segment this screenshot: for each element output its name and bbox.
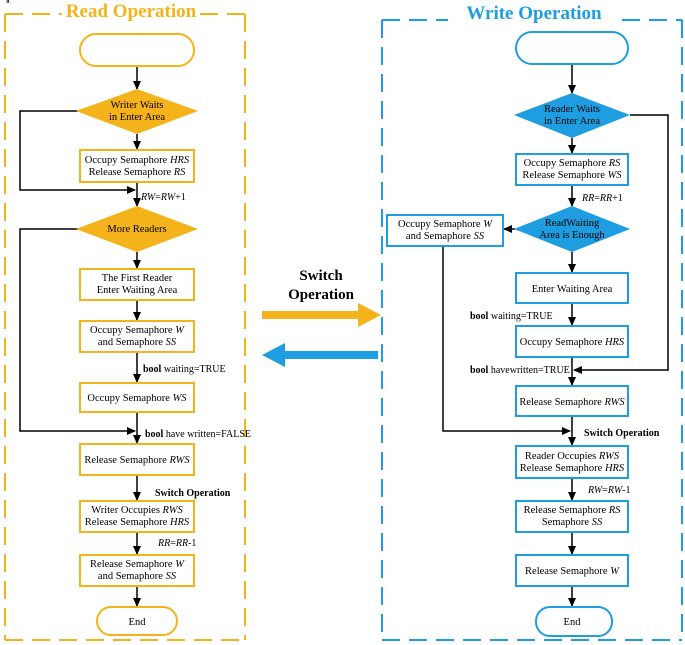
switch-arrow-to-read — [262, 343, 378, 367]
write-box-release-w-label: Release Semaphore W — [525, 566, 620, 577]
read-annotation-switch-operation: Switch Operation — [155, 488, 231, 499]
switch-operation-label: Switch Operation — [288, 268, 354, 303]
read-box-release-rws: Release Semaphore RWS — [79, 443, 195, 476]
switch-label-line2: Operation — [288, 287, 354, 303]
write-annotation-rr-increment: RR=RR+1 — [581, 193, 623, 204]
write-operation-title: Write Operation — [466, 3, 602, 24]
read-annotation-have-written-false: bool have written=FALSE — [145, 429, 251, 440]
switch-label-line1: Switch — [299, 268, 343, 284]
write-start-label: Writer Occupies RWS — [0, 0, 47, 3]
read-annotation-waiting-true: bool waiting=TRUE — [143, 364, 226, 375]
read-box-occupy-ws: Occupy Semaphore WS — [79, 382, 195, 413]
write-box-release-rws-label: Release Semaphore RWS — [519, 397, 625, 408]
read-connectors — [19, 67, 141, 607]
write-start-node: Writer Occupies RWS — [0, 0, 629, 65]
read-start-label: Reader Occupies RWS — [0, 0, 48, 3]
read-decision-more-readers: More Readers — [76, 206, 198, 252]
write-annotation-switch-operation: Switch Operation — [584, 428, 660, 439]
read-annotation-rw-increment: RW=RW+1 — [140, 192, 186, 203]
switch-arrow-to-write — [262, 303, 381, 327]
write-box-release-rws: Release Semaphore RWS — [515, 385, 629, 417]
write-annotation-waiting-true: bool waiting=TRUE — [470, 311, 553, 322]
write-box-release-w: Release Semaphore W — [515, 554, 629, 587]
read-panel-frame — [4, 13, 246, 641]
write-annotation-havewritten-true: bool havewritten=TRUE — [470, 365, 570, 376]
write-panel-frame — [381, 19, 683, 641]
write-end-label: End — [564, 617, 582, 628]
write-end-node: End — [535, 606, 613, 637]
write-annotation-rw-decrement: RW=RW-1 — [587, 485, 631, 496]
read-end-node: End — [96, 606, 178, 636]
write-box-occupy-hrs: Occupy Semaphore HRS — [515, 325, 629, 358]
read-decision-more-readers-label: More Readers — [107, 224, 166, 235]
read-start-node: Reader Occupies RWS — [0, 0, 195, 67]
write-box-enter-waiting-label: Enter Waiting Area — [532, 284, 613, 295]
read-operation-title: Read Operation — [66, 1, 197, 22]
read-annotation-rr-decrement: RR=RR-1 — [157, 538, 196, 549]
read-end-label: End — [129, 617, 147, 628]
read-box-occupy-ws-label: Occupy Semaphore WS — [87, 393, 187, 404]
write-connectors — [442, 64, 669, 607]
write-box-enter-waiting: Enter Waiting Area — [515, 272, 629, 304]
write-box-occupy-hrs-label: Occupy Semaphore HRS — [520, 337, 625, 348]
read-box-release-rws-label: Release Semaphore RWS — [84, 455, 190, 466]
